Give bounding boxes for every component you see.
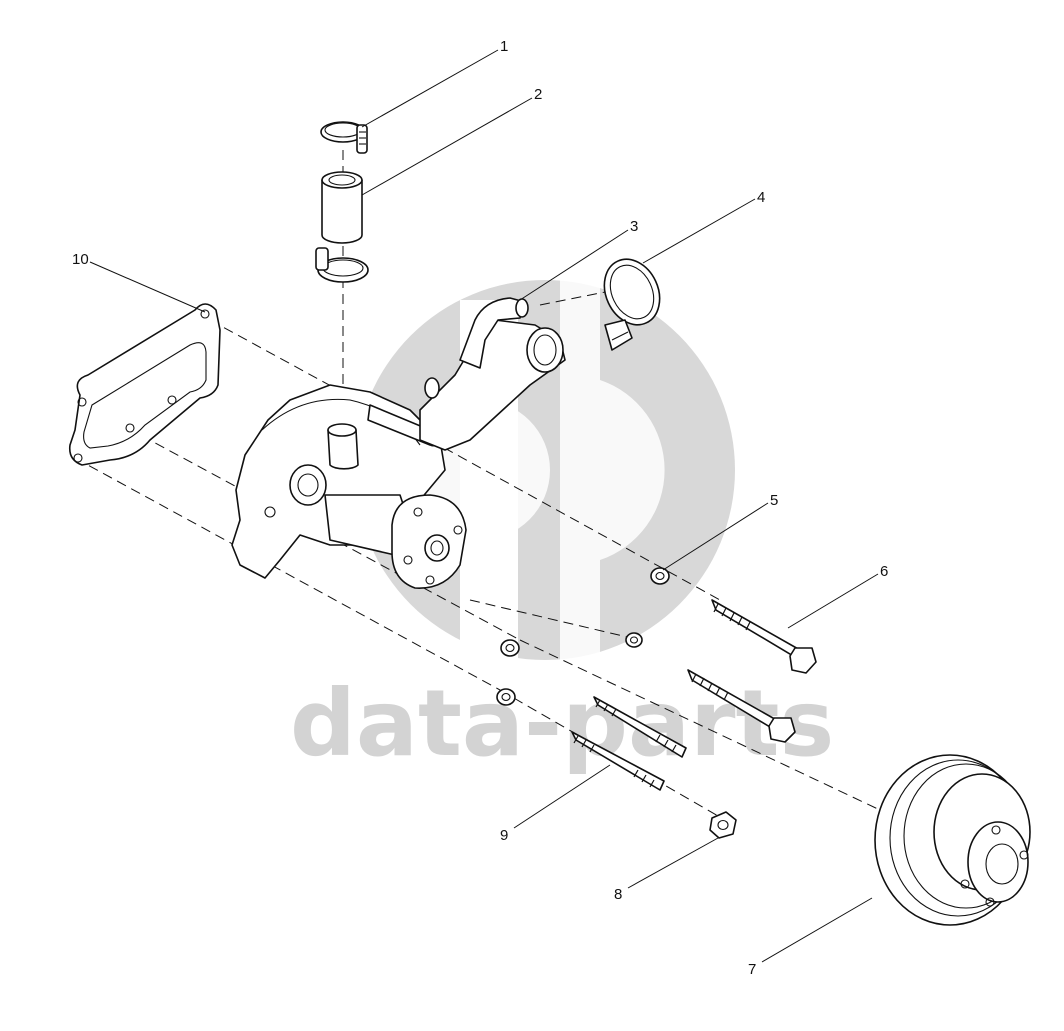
coolant-hose	[321, 171, 363, 244]
callout-2: 2	[534, 86, 542, 103]
hose-clamp-bottom	[315, 247, 369, 283]
callout-1: 1	[500, 38, 508, 55]
callout-10: 10	[72, 251, 89, 268]
callout-5: 5	[770, 492, 778, 509]
watermark-text: data-parts	[290, 670, 834, 777]
washer-set	[496, 567, 670, 706]
callout-4: 4	[757, 189, 765, 206]
pump-hub-flange	[391, 494, 467, 589]
callout-6: 6	[880, 563, 888, 580]
callout-labels: 1 2 3 4 5 6 7 8 9 10	[72, 38, 888, 978]
callout-3: 3	[630, 218, 638, 235]
water-pump-body	[231, 384, 446, 579]
callout-9: 9	[500, 827, 508, 844]
hose-clamp-top	[320, 121, 368, 154]
stud-upper	[593, 696, 687, 758]
stud-lower	[571, 731, 665, 791]
pump-gasket	[68, 303, 221, 466]
callout-7: 7	[748, 961, 756, 978]
hex-bolt-short	[687, 669, 796, 743]
large-hose-clamp	[603, 258, 661, 351]
hex-nut	[709, 811, 737, 839]
hex-bolt-long	[711, 599, 817, 674]
leader-lines	[89, 49, 879, 963]
callout-8: 8	[614, 886, 622, 903]
pump-pulley	[874, 754, 1031, 926]
thermostat-housing	[419, 297, 566, 451]
